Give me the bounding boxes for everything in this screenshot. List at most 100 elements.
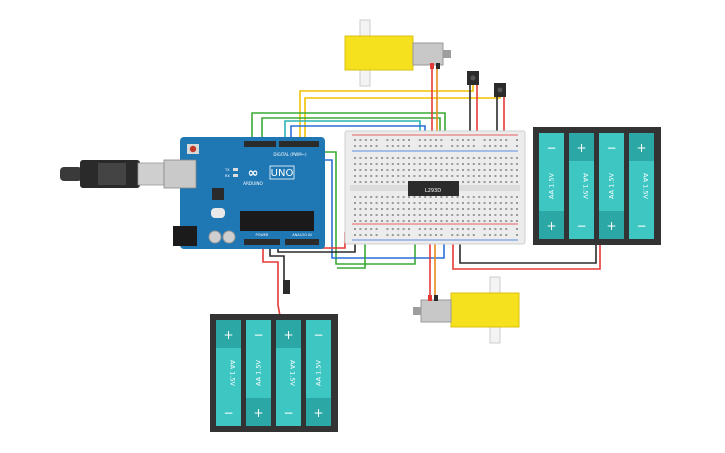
breadboard-hole bbox=[359, 181, 362, 183]
breadboard-hole bbox=[483, 181, 486, 183]
breadboard-hole bbox=[451, 202, 454, 204]
breadboard-hole bbox=[456, 169, 459, 171]
wire-green-3 bbox=[320, 151, 416, 265]
breadboard-hole bbox=[456, 139, 459, 141]
breadboard-hole bbox=[370, 157, 373, 159]
breadboard-hole bbox=[445, 175, 448, 177]
breadboard-hole bbox=[499, 181, 502, 183]
breadboard-hole bbox=[472, 220, 475, 222]
breadboard-hole bbox=[456, 163, 459, 165]
breadboard-hole bbox=[462, 208, 464, 210]
breadboard-hole bbox=[467, 139, 470, 141]
breadboard-hole bbox=[370, 145, 373, 147]
breadboard-hole bbox=[429, 228, 432, 230]
breadboard-hole bbox=[402, 169, 405, 171]
breadboard-hole bbox=[489, 208, 491, 210]
breadboard-hole bbox=[494, 145, 497, 147]
breadboard-hole bbox=[510, 220, 513, 222]
breadboard-hole bbox=[516, 220, 518, 222]
breadboard-hole bbox=[467, 163, 470, 165]
breadboard-hole bbox=[445, 202, 448, 204]
breadboard-hole bbox=[472, 196, 475, 198]
breadboard-hole bbox=[359, 157, 362, 159]
push-button-2[interactable] bbox=[494, 83, 506, 97]
breadboard-hole bbox=[505, 202, 508, 204]
breadboard-hole bbox=[505, 175, 508, 177]
dc-motor-top[interactable] bbox=[344, 19, 451, 87]
motor-top-can bbox=[412, 42, 444, 66]
breadboard-hole bbox=[483, 169, 486, 171]
arduino-crystal bbox=[211, 208, 225, 218]
breadboard-hole bbox=[375, 214, 378, 216]
arduino-model-frame bbox=[269, 165, 295, 180]
breadboard-hole bbox=[456, 145, 459, 147]
breadboard-hole bbox=[370, 163, 373, 165]
breadboard-hole bbox=[505, 163, 508, 165]
breadboard-hole bbox=[391, 163, 394, 165]
motor-driver-ic[interactable]: L293D bbox=[408, 181, 459, 196]
breadboard-hole bbox=[424, 220, 427, 222]
breadboard-hole bbox=[489, 181, 491, 183]
breadboard-holes bbox=[354, 139, 518, 236]
breadboard-hole bbox=[391, 234, 394, 236]
breadboard-hole bbox=[499, 208, 502, 210]
breadboard-hole bbox=[408, 163, 410, 165]
breadboard-hole bbox=[386, 163, 389, 165]
breadboard-hole bbox=[456, 196, 459, 198]
breadboard-hole bbox=[462, 202, 464, 204]
button-1-cap bbox=[470, 75, 476, 81]
breadboard-hole bbox=[494, 181, 497, 183]
ic-body bbox=[408, 181, 459, 196]
breadboard-hole bbox=[510, 181, 513, 183]
breadboard-hole bbox=[494, 169, 497, 171]
breadboard-hole bbox=[516, 196, 518, 198]
motor-bottom-tab-black bbox=[434, 295, 438, 301]
breadboard-hole bbox=[354, 145, 356, 147]
motor-top-tab-black bbox=[436, 63, 440, 69]
breadboard-hole bbox=[429, 145, 432, 147]
breadboard-hole bbox=[440, 157, 443, 159]
arduino-led-rx bbox=[233, 174, 238, 177]
breadboard-hole bbox=[375, 220, 378, 222]
breadboard-hole bbox=[510, 202, 513, 204]
breadboard-hole bbox=[451, 228, 454, 230]
breadboard-hole bbox=[429, 202, 432, 204]
breadboard-hole bbox=[397, 202, 400, 204]
breadboard-hole bbox=[445, 220, 448, 222]
arduino-power-header bbox=[244, 239, 280, 245]
breadboard-hole bbox=[494, 139, 497, 141]
breadboard-hole bbox=[499, 175, 502, 177]
breadboard-hole bbox=[435, 234, 437, 236]
breadboard-hole bbox=[494, 175, 497, 177]
breadboard-hole bbox=[510, 157, 513, 159]
breadboard-hole bbox=[397, 181, 400, 183]
breadboard-hole bbox=[397, 234, 400, 236]
breadboard-hole bbox=[375, 202, 378, 204]
breadboard-hole bbox=[391, 157, 394, 159]
arduino-rx-label: RX bbox=[225, 174, 230, 178]
breadboard-hole bbox=[440, 228, 443, 230]
arduino-board[interactable]: DIGITAL (PWM~) ∞ UNO ARDUINO TX RX POWER… bbox=[163, 137, 325, 249]
breadboard-hole bbox=[418, 145, 421, 147]
breadboard-hole bbox=[440, 202, 443, 204]
breadboard-hole bbox=[386, 220, 389, 222]
dc-motor-bottom[interactable] bbox=[413, 276, 520, 344]
breadboard-hole bbox=[516, 163, 518, 165]
breadboard-hole bbox=[370, 139, 373, 141]
breadboard-hole bbox=[510, 208, 513, 210]
breadboard-hole bbox=[391, 208, 394, 210]
breadboard-hole bbox=[391, 228, 394, 230]
breadboard-hole bbox=[408, 157, 410, 159]
breadboard-hole bbox=[462, 169, 464, 171]
power-switch[interactable] bbox=[283, 280, 290, 294]
motor-bottom-tab-red bbox=[428, 295, 432, 301]
breadboard-hole bbox=[440, 234, 443, 236]
breadboard-hole bbox=[462, 145, 464, 147]
push-button-1[interactable] bbox=[467, 71, 479, 85]
battery-pack-left[interactable]: +−AA 1.5V+−AA 1.5V+−AA 1.5V+−AA 1.5V bbox=[210, 314, 338, 432]
battery-cell-polarity: − bbox=[313, 328, 323, 342]
battery-pack-right[interactable]: +−AA 1.5V+−AA 1.5V+−AA 1.5V+−AA 1.5V bbox=[533, 127, 661, 245]
breadboard-hole bbox=[489, 214, 491, 216]
battery-cell-terminal bbox=[246, 398, 271, 426]
breadboard-hole bbox=[499, 228, 502, 230]
